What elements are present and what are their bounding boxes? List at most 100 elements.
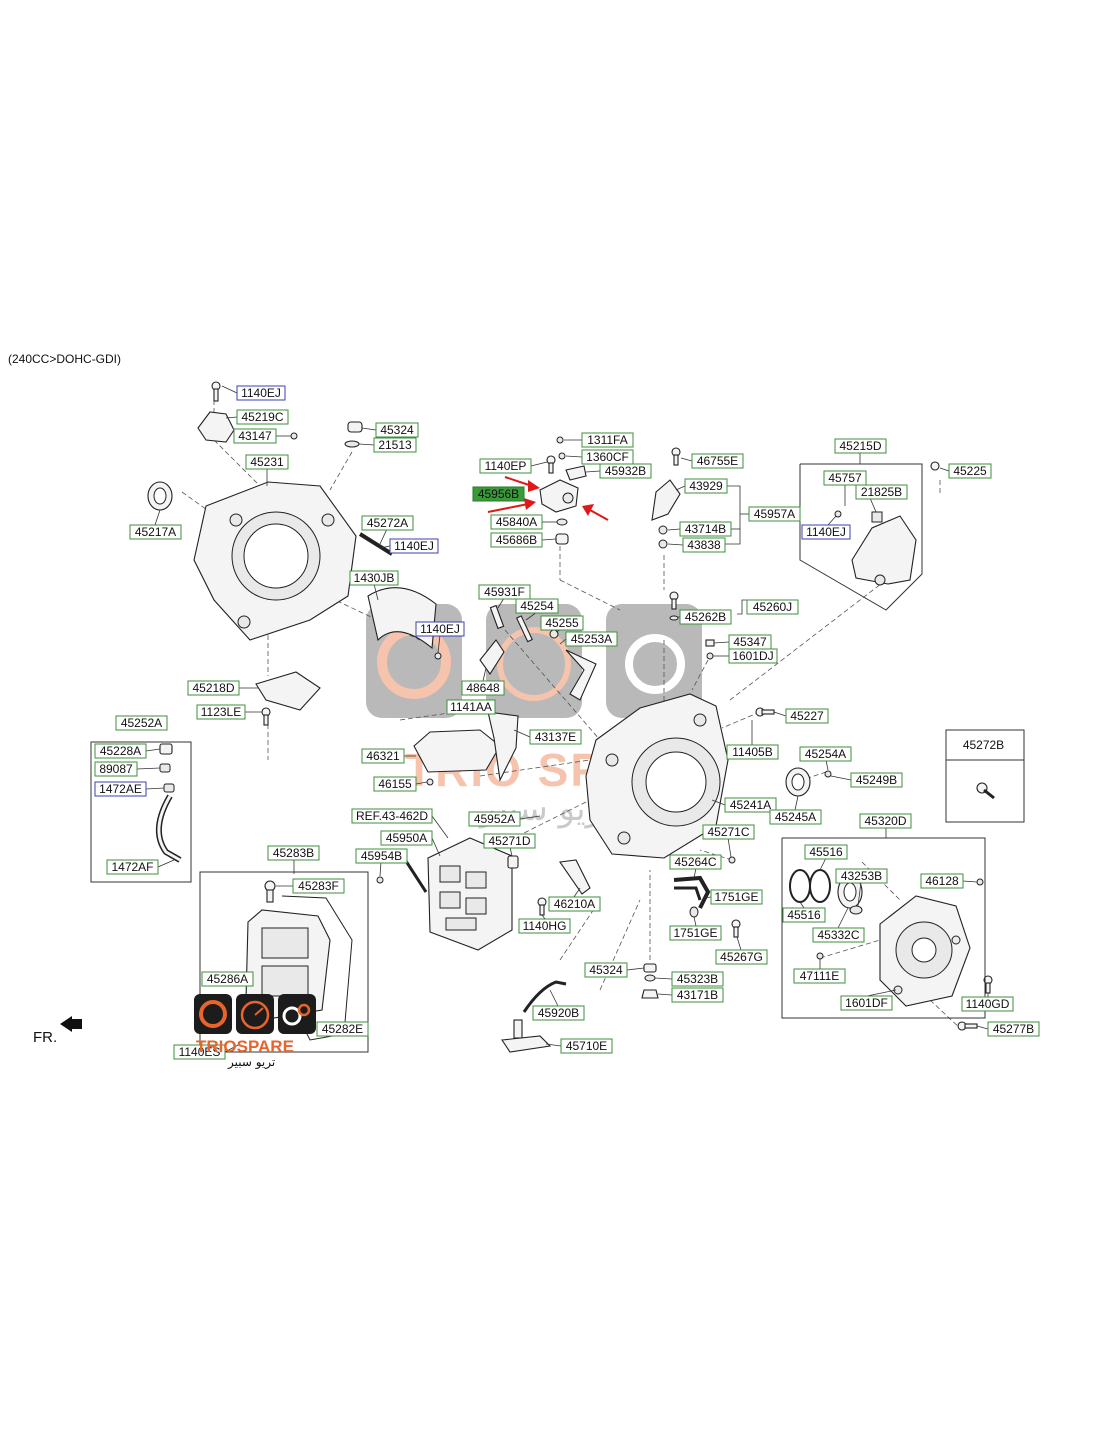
front-arrow-icon bbox=[60, 1016, 82, 1032]
callout-text: 45931F bbox=[484, 585, 525, 599]
callout-text: 43253B bbox=[841, 869, 882, 883]
callout-45932b: 45932B bbox=[599, 463, 652, 479]
callout-45686b: 45686B bbox=[490, 532, 543, 548]
callout-text: 45710E bbox=[566, 1039, 607, 1053]
bolt-45283f bbox=[264, 880, 276, 903]
detent-48648 bbox=[479, 639, 505, 675]
callout-text: 45320D bbox=[864, 814, 906, 828]
gasket-45323b bbox=[644, 974, 656, 982]
callout-box bbox=[355, 848, 408, 864]
callout-text: 1140EJ bbox=[420, 622, 460, 636]
callout-text: 46210A bbox=[554, 897, 595, 911]
callout-box bbox=[361, 515, 414, 531]
logo-gauge-icon bbox=[199, 1000, 227, 1028]
callout-text: 21825B bbox=[861, 485, 902, 499]
sensor-45920b bbox=[522, 980, 567, 1013]
callout-45954b: 45954B bbox=[355, 848, 408, 864]
callout-box bbox=[316, 1021, 369, 1037]
callout-box bbox=[267, 845, 320, 861]
callout-box bbox=[715, 949, 768, 965]
callout-text: 45272A bbox=[367, 516, 408, 530]
seal-45245a bbox=[785, 767, 811, 797]
bolt-1140hg bbox=[537, 897, 547, 916]
callout-box bbox=[850, 772, 903, 788]
callout-box bbox=[233, 428, 277, 444]
callout-46128: 46128 bbox=[920, 873, 964, 889]
plug-45271c bbox=[728, 856, 736, 864]
bracket-45218d bbox=[255, 671, 321, 711]
group-boxes bbox=[90, 463, 1025, 1053]
logo-gear-icon bbox=[282, 1006, 302, 1026]
oring-45516-a bbox=[789, 869, 811, 903]
callout-45218d: 45218D bbox=[187, 680, 240, 696]
callout-text: 45267G bbox=[720, 950, 763, 964]
callout-text: 1140HG bbox=[523, 919, 567, 933]
pin-45931f bbox=[489, 604, 505, 630]
callout-text: 45347 bbox=[733, 635, 767, 649]
callout-text: 1472AF bbox=[111, 860, 153, 874]
callout-text: 1311FA bbox=[587, 433, 627, 447]
callout-box bbox=[804, 844, 848, 860]
callout-text: 45920B bbox=[538, 1006, 579, 1020]
callout-45757: 45757 bbox=[823, 470, 867, 486]
callout-45255: 45255 bbox=[540, 615, 584, 631]
parts bbox=[147, 381, 995, 1053]
callout-text: 45255 bbox=[545, 616, 579, 630]
bracket-46210a bbox=[559, 859, 591, 895]
callout-46755e: 46755E bbox=[691, 453, 744, 469]
callout-text: 45956B bbox=[478, 487, 519, 501]
callout-text: 1141AA bbox=[450, 700, 492, 714]
leader-lines bbox=[136, 385, 989, 1053]
front-label: FR. bbox=[33, 1029, 57, 1046]
callout-1472af: 1472AF bbox=[106, 859, 159, 875]
bolt-1140ep bbox=[546, 455, 556, 474]
logo-brand-text: TRIOSPARE bbox=[196, 1037, 294, 1056]
callout-text: 1140EJ bbox=[394, 539, 434, 553]
callout-box bbox=[669, 854, 722, 870]
callout-box bbox=[483, 833, 536, 849]
callout-45267g: 45267G bbox=[715, 949, 768, 965]
callout-text: 45262B bbox=[685, 610, 726, 624]
callout-text: 45932B bbox=[605, 464, 646, 478]
callout-box bbox=[196, 704, 246, 720]
callout-text: 46155 bbox=[378, 777, 412, 791]
callout-45516: 45516 bbox=[782, 907, 826, 923]
callout-45710e: 45710E bbox=[560, 1038, 613, 1054]
callout-45272a: 45272A bbox=[361, 515, 414, 531]
callout-text: 43714B bbox=[685, 522, 726, 536]
callout-text: 45952A bbox=[474, 812, 515, 826]
callout-box bbox=[468, 811, 521, 827]
callout-45283b: 45283B bbox=[267, 845, 320, 861]
callout-box bbox=[679, 609, 732, 625]
callout-text: 45217A bbox=[135, 525, 176, 539]
callout-45254a: 45254A bbox=[799, 746, 852, 762]
highlight-arrows bbox=[487, 476, 609, 521]
callout-text: 45253A bbox=[571, 632, 612, 646]
callout-text: 1360CF bbox=[586, 450, 629, 464]
callout-1140gd: 1140GD bbox=[961, 996, 1014, 1012]
callout-text: 1140GD bbox=[966, 997, 1010, 1011]
cap-45324 bbox=[347, 421, 363, 433]
bolt-45227 bbox=[755, 707, 775, 717]
callout-text: 43838 bbox=[687, 538, 721, 552]
callout-box bbox=[351, 808, 433, 824]
callout-text: 45225 bbox=[953, 464, 987, 478]
washer-1360cf bbox=[558, 452, 566, 460]
callout-box bbox=[94, 781, 147, 797]
callout-text: 45215D bbox=[839, 439, 881, 453]
bolt-45347 bbox=[705, 639, 715, 647]
callout-text: 45323B bbox=[677, 972, 718, 986]
callout-1601df: 1601DF bbox=[840, 995, 893, 1011]
callout-text: 45950A bbox=[386, 831, 427, 845]
callout-45254: 45254 bbox=[515, 598, 559, 614]
plug-45249b bbox=[824, 770, 832, 778]
box-45283b bbox=[199, 871, 369, 1053]
callout-1140ej: 1140EJ bbox=[236, 385, 286, 401]
callout-43171b: 43171B bbox=[671, 987, 724, 1003]
callout-text: 45286A bbox=[207, 972, 248, 986]
callout-text: 45954B bbox=[361, 849, 402, 863]
callout-box bbox=[793, 968, 846, 984]
oil-pan-45282e bbox=[245, 895, 353, 1041]
callout-box bbox=[599, 463, 652, 479]
callout-box bbox=[748, 506, 801, 522]
